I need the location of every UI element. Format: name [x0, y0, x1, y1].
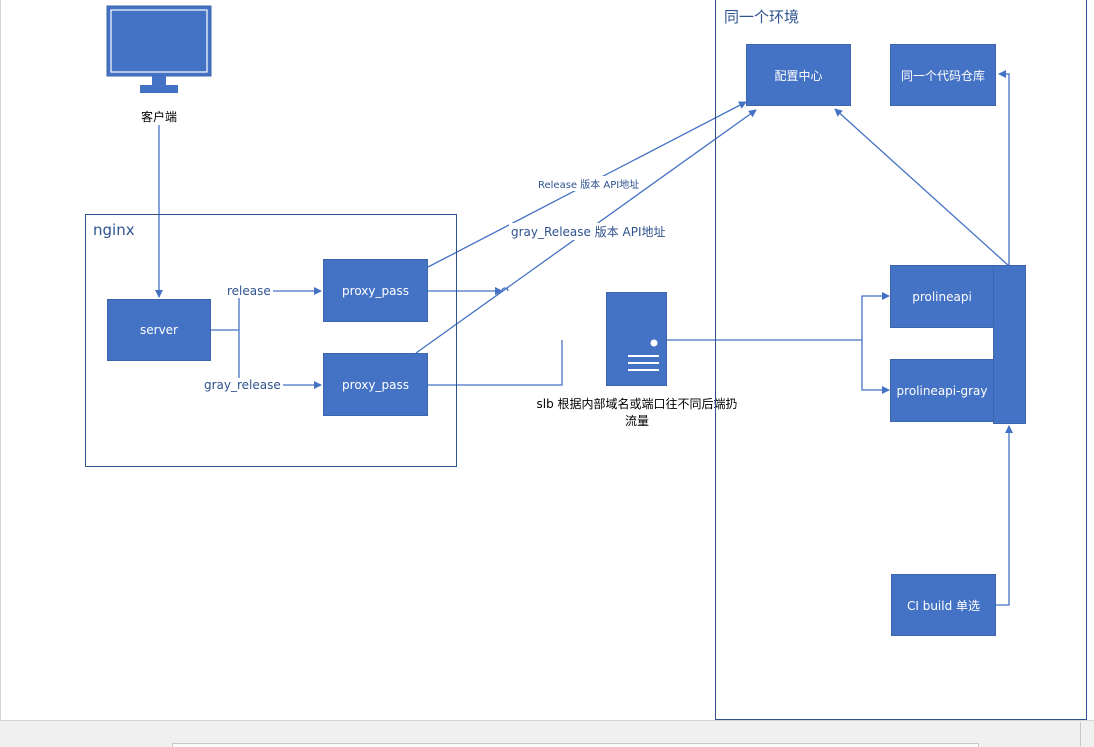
server-node: server — [107, 299, 211, 361]
nginx-title: nginx — [93, 221, 135, 239]
proxy-pass-release-node: proxy_pass — [323, 259, 428, 322]
edge-slb-prolineapi — [861, 292, 890, 340]
edge-label-gray-release: gray_release — [202, 378, 283, 392]
edge-proxy2-slb — [428, 340, 563, 386]
client-label: 客户端 — [140, 110, 177, 124]
code-repo-node: 同一个代码仓库 — [890, 44, 996, 106]
edge-bar-repo — [998, 70, 1010, 266]
edge-bar-config — [834, 108, 1010, 267]
prolineapi-node: prolineapi — [890, 265, 994, 328]
proxy-pass-gray-node: proxy_pass — [323, 353, 428, 416]
edge-label-release: release — [225, 284, 273, 298]
edge-hop — [501, 287, 509, 292]
slb-caption-line1: slb 根据内部域名或端口往不同后端扔 — [536, 397, 738, 411]
nginx-group — [85, 214, 457, 467]
ci-build-node: CI build 单选 — [891, 574, 996, 636]
bottom-scroll-area — [0, 720, 1094, 747]
edge-label-release-api: Release 版本 API地址 — [537, 176, 641, 191]
config-center-node: 配置中心 — [746, 44, 851, 106]
deploy-bar-node — [993, 265, 1026, 424]
edge-ci-bar — [996, 425, 1013, 606]
horizontal-scrollbar[interactable] — [172, 743, 979, 747]
prolineapi-gray-node: prolineapi-gray — [890, 359, 994, 422]
monitor-icon — [106, 5, 212, 93]
slb-caption-line2: 流量 — [624, 414, 649, 428]
edge-label-gray-api: gray_Release 版本 API地址 — [509, 223, 668, 240]
environment-group — [715, 0, 1087, 720]
slb-node — [606, 292, 667, 386]
server-icon — [606, 292, 667, 386]
strip-divider — [1080, 722, 1081, 746]
edge-slb-gray — [861, 340, 890, 394]
client-node — [106, 5, 213, 95]
canvas-left-border — [0, 0, 1, 720]
environment-title: 同一个环境 — [724, 8, 800, 26]
